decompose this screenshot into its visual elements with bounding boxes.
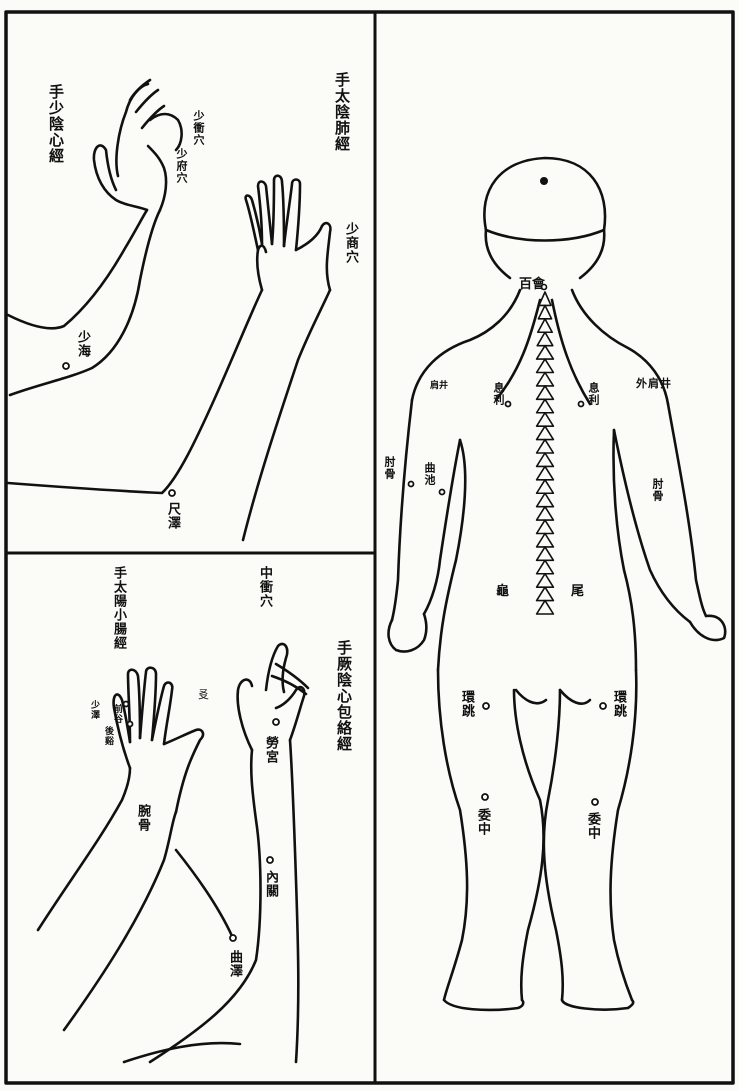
outer-border — [6, 12, 733, 1083]
point-neiguan-marker — [267, 857, 273, 863]
point-label-laogong: 勞宮 — [264, 736, 277, 764]
point-label-qiangu: 前谷 — [112, 704, 121, 724]
point-quchi-marker — [440, 490, 445, 495]
vertebra — [537, 413, 554, 426]
channel-label-small-intestine: 手太陽小腸經 — [112, 566, 125, 650]
vertebra — [537, 601, 554, 614]
heart-channel-arm — [8, 80, 182, 395]
point-huantiao-right-marker — [600, 703, 606, 709]
point-weizhong-left-marker — [482, 794, 488, 800]
crown-dot — [540, 177, 548, 185]
point-label-gui: 龜 — [496, 580, 509, 599]
point-label-jianjing-left: 肩井 — [430, 378, 448, 391]
vertebra — [537, 534, 554, 547]
vertebra — [537, 507, 554, 520]
point-label-shaohai: 少海 — [76, 330, 89, 358]
vertebra — [537, 332, 553, 345]
point-label-zhougu-right: 肘骨 — [652, 478, 663, 502]
point-label-baihui: 百會 — [519, 273, 545, 292]
point-shaohai-marker — [63, 363, 69, 369]
head-outline — [484, 158, 605, 230]
point-chize-marker — [169, 490, 175, 496]
point-label-xili-left: 息利 — [493, 382, 504, 406]
point-label-quze: 曲澤 — [228, 950, 241, 978]
point-label-zhougu-left: 肘骨 — [384, 456, 395, 480]
child-back-figure — [389, 158, 726, 1010]
mark-glyph: 㕛 — [198, 686, 209, 702]
point-label-shaoshang: 少商穴 — [344, 222, 357, 264]
lung-channel-arm — [8, 176, 330, 540]
channel-label-lung: 手太陰肺經 — [334, 72, 349, 152]
vertebra — [537, 386, 554, 399]
point-houxi-marker — [124, 702, 129, 707]
channel-label-heart: 手少陰心經 — [48, 84, 63, 164]
vertebra — [537, 373, 554, 386]
point-label-wei: 尾 — [571, 580, 584, 599]
point-qiangu-marker — [128, 722, 133, 727]
vertebra — [537, 346, 554, 359]
point-label-quchi: 曲池 — [424, 462, 435, 486]
point-xili-right-marker — [579, 402, 584, 407]
point-label-xili-right: 息利 — [588, 382, 599, 406]
point-laogong-marker — [273, 719, 279, 725]
spine-vertebrae — [537, 292, 554, 614]
point-label-wangu: 腕骨 — [136, 804, 149, 832]
vertebra — [537, 520, 554, 533]
vertebra — [537, 426, 554, 439]
vertebra — [537, 440, 554, 453]
point-label-weizhong-left: 委中 — [476, 808, 489, 836]
vertebra — [538, 305, 551, 318]
pericardium-arm — [124, 644, 308, 1062]
point-label-zhongchong: 中衝穴 — [258, 566, 271, 608]
channel-label-pericardium: 手厥陰心包絡經 — [336, 640, 351, 752]
point-label-huantiao-right: 環跳 — [612, 690, 625, 718]
point-label-neiguan: 內關 — [264, 870, 277, 898]
vertebra — [537, 359, 554, 372]
vertebra — [537, 560, 554, 573]
vertebra — [537, 547, 554, 560]
vertebra — [537, 574, 554, 587]
point-xili-left-marker — [506, 402, 511, 407]
vertebra — [537, 453, 554, 466]
point-label-shaoze: 少澤 — [89, 700, 98, 720]
vertebra — [537, 480, 554, 493]
point-label-houxi: 後谿 — [103, 726, 112, 746]
point-label-jianjing-right: 外肩井 — [636, 378, 672, 389]
hairline — [486, 230, 604, 241]
point-huantiao-left-marker — [483, 703, 489, 709]
vertebra — [537, 399, 554, 412]
vertebra — [537, 587, 554, 600]
vertebra — [537, 493, 554, 506]
vertebra — [537, 466, 554, 479]
point-label-chize: 尺澤 — [166, 502, 179, 530]
point-zhougu-marker — [409, 482, 414, 487]
point-weizhong-right-marker — [592, 799, 598, 805]
vertebra — [539, 292, 551, 305]
point-label-shaochong: 少衝穴 — [193, 110, 204, 146]
point-quze-marker — [230, 935, 236, 941]
point-label-weizhong-right: 委中 — [586, 812, 599, 840]
point-label-shaofu: 少府穴 — [176, 148, 187, 184]
point-label-huantiao-left: 環跳 — [460, 690, 473, 718]
vertebra — [538, 319, 552, 332]
